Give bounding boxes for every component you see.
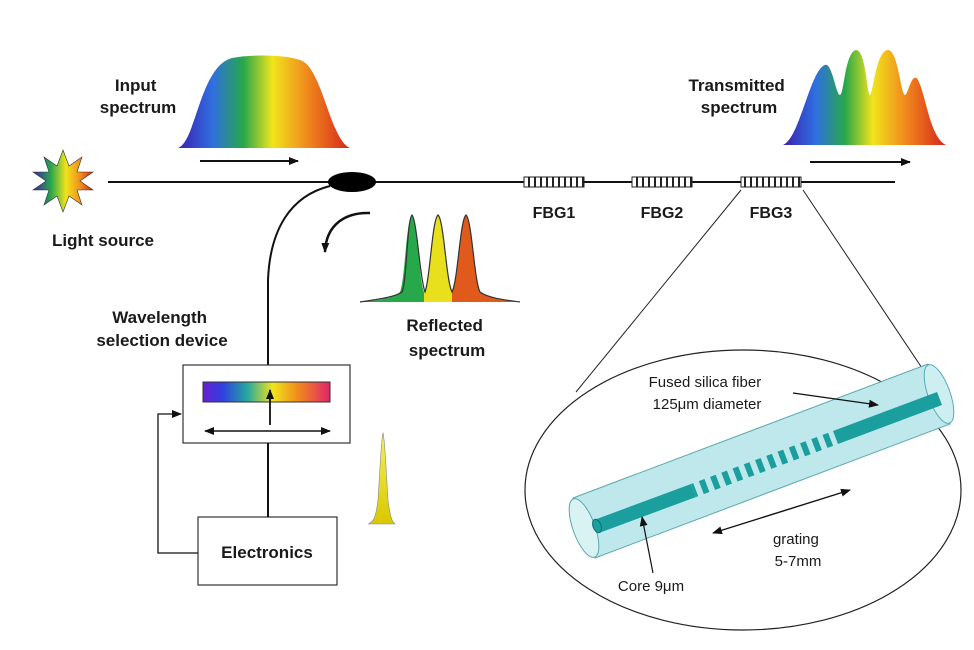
core-end-face <box>592 518 602 534</box>
fiber-grating-section <box>691 431 838 497</box>
core-pointer <box>639 516 654 574</box>
wavelength-selection-label: Wavelength selection device <box>96 308 227 350</box>
fiber-core-left <box>594 484 696 533</box>
grating-label: grating 5-7mm <box>773 531 823 570</box>
zoom-line-right <box>802 189 939 393</box>
fbg1-grating <box>523 176 585 188</box>
feedback-loop <box>157 410 198 554</box>
input-spectrum-label: Input spectrum <box>100 76 177 117</box>
coupler-fiber <box>267 185 331 365</box>
fiber-pointer <box>792 392 879 408</box>
input-spectrum-curve <box>178 55 350 148</box>
wavelength-filter-bar <box>202 381 331 403</box>
light-source-star <box>32 149 94 213</box>
reflection-curved-arrow <box>321 211 371 253</box>
reflected-spectrum-peaks <box>359 214 521 303</box>
fbg3-grating <box>740 176 802 188</box>
light-source-label: Light source <box>52 231 154 250</box>
transmitted-spectrum-curve <box>783 50 946 145</box>
coupler <box>328 172 376 192</box>
core-label: Core 9μm <box>618 578 684 595</box>
transmitted-spectrum-label: Transmitted spectrum <box>688 76 789 117</box>
electronics-box <box>197 516 338 586</box>
electronics-label: Electronics <box>221 543 313 562</box>
fiber-core-right <box>833 392 942 444</box>
fbg3-label: FBG3 <box>750 205 793 222</box>
reflected-spectrum-label: Reflected spectrum <box>406 316 487 360</box>
fbg2-grating <box>631 176 693 188</box>
selected-peak <box>367 431 396 525</box>
fbg2-label: FBG2 <box>641 205 684 222</box>
fbg1-label: FBG1 <box>533 205 576 222</box>
fiber-label: Fused silica fiber 125μm diameter <box>649 374 766 413</box>
zoom-line-left <box>575 189 742 393</box>
grating-length-arrow <box>712 488 851 535</box>
